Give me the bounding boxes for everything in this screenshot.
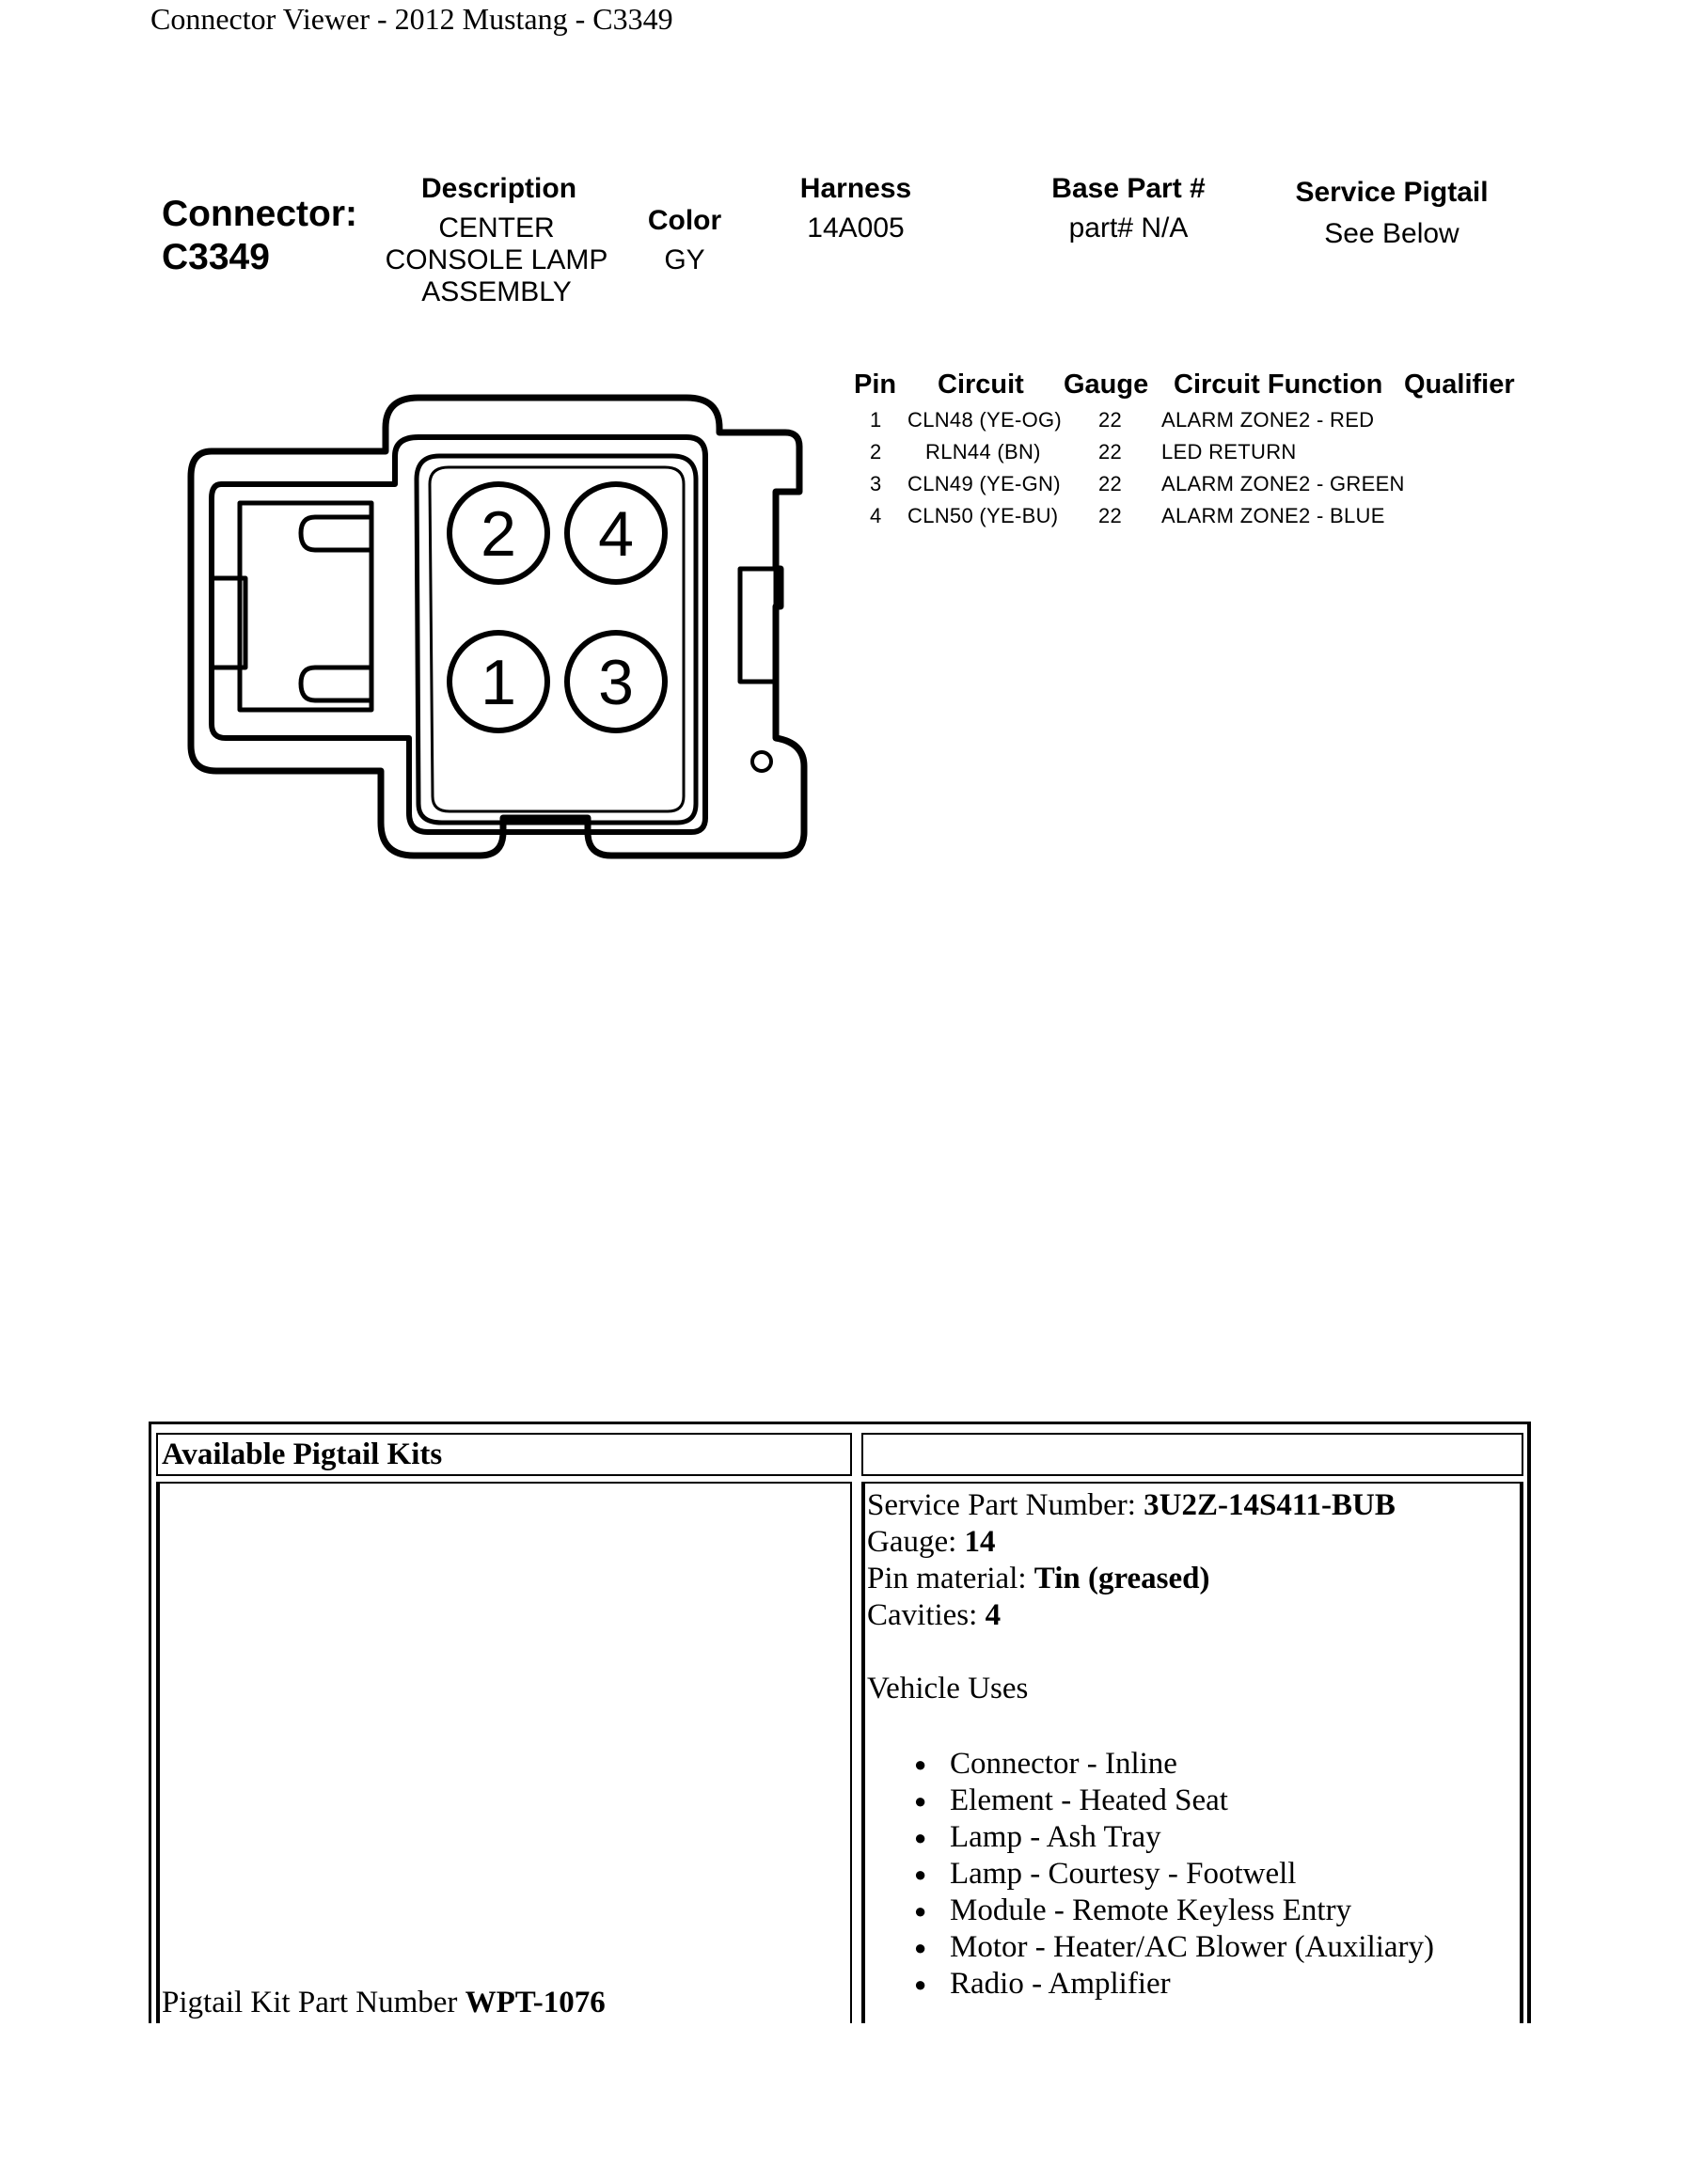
cavity-block-inner: [428, 465, 686, 813]
vehicle-uses-label: Vehicle Uses: [867, 1672, 1029, 1705]
cavity-label: 2: [481, 498, 516, 570]
pin-number: 3: [870, 472, 882, 495]
connector-label-text: Connector:: [162, 194, 357, 234]
description-line: CENTER: [438, 212, 555, 244]
pin-function: LED RETURN: [1161, 440, 1297, 464]
gauge-label: Gauge:: [867, 1525, 957, 1559]
kit-part-number: Pigtail Kit Part Number WPT-1076: [162, 1985, 606, 2021]
pin-number: 4: [870, 504, 882, 527]
base-part-header: Base Part #: [1051, 173, 1206, 204]
pin-material-label: Pin material:: [867, 1562, 1027, 1595]
pin-col-header: Pin: [854, 369, 897, 400]
cavities-label: Cavities:: [867, 1598, 978, 1632]
table-frame: [149, 1422, 1531, 2023]
vehicle-uses-list: Connector - Inline Element - Heated Seat…: [867, 1746, 1520, 2003]
list-item: Element - Heated Seat: [914, 1783, 1520, 1819]
description-header: Description: [421, 173, 577, 204]
cavities-line: Cavities: 4: [867, 1597, 1520, 1634]
gauge-value: 14: [964, 1525, 996, 1559]
cavities-value: 4: [985, 1598, 1002, 1632]
circuit-col-header: Circuit: [938, 369, 1024, 400]
cavity-label: 4: [598, 498, 634, 570]
service-pigtail-header: Service Pigtail: [1295, 177, 1489, 208]
list-item: Lamp - Courtesy - Footwell: [914, 1856, 1520, 1893]
page-title: Connector Viewer - 2012 Mustang - C3349: [150, 2, 673, 36]
list-item: Connector - Inline: [914, 1746, 1520, 1783]
base-part-value: part# N/A: [1068, 212, 1189, 244]
gauge-line: Gauge: 14: [867, 1524, 1520, 1561]
connector-shell-outer: [187, 394, 808, 859]
pin-number: 1: [870, 408, 882, 432]
description-value: CENTER CONSOLE LAMP ASSEMBLY: [374, 212, 619, 308]
kit-number: WPT-1076: [465, 1986, 606, 2019]
kit-label: Pigtail Kit Part Number: [162, 1986, 458, 2019]
function-col-header: Circuit Function: [1174, 369, 1383, 400]
connector-label: Connector: C3349: [162, 193, 357, 279]
latch-frame: [237, 500, 374, 713]
pin-gauge: 22: [1098, 504, 1123, 527]
header-right-cell: [861, 1433, 1523, 1476]
pin-gauge: 22: [1098, 408, 1123, 432]
pin-number: 2: [870, 440, 882, 464]
qualifier-col-header: Qualifier: [1404, 369, 1515, 400]
kit-cell: Pigtail Kit Part Number WPT-1076: [156, 1482, 852, 2023]
pigtail-kits-table: Available Pigtail Kits Pigtail Kit Part …: [149, 1422, 1531, 2023]
pin-function: ALARM ZONE2 - GREEN: [1161, 472, 1405, 495]
latch-button: [209, 575, 248, 670]
list-item: Module - Remote Keyless Entry: [914, 1893, 1520, 1929]
connector-face-diagram: 2 4 1 3: [187, 394, 808, 859]
color-value: GY: [664, 244, 705, 275]
service-pigtail-value: See Below: [1324, 218, 1459, 249]
list-item: Lamp - Ash Tray: [914, 1819, 1520, 1856]
pin-circuit: CLN50 (YE-BU): [907, 504, 1059, 527]
pin-material-value: Tin (greased): [1033, 1562, 1210, 1595]
pin-gauge: 22: [1098, 440, 1123, 464]
cavity-3: [564, 630, 668, 733]
pin-one-marker: [750, 750, 773, 773]
harness-value: 14A005: [807, 212, 905, 244]
latch-tab-top: [298, 514, 374, 553]
cavity-label: 1: [481, 647, 516, 718]
connector-shell-inner: [209, 434, 708, 835]
pin-circuit: RLN44 (BN): [925, 440, 1041, 464]
pin-circuit: CLN48 (YE-OG): [907, 408, 1063, 432]
service-part-line: Service Part Number: 3U2Z-14S411-BUB: [867, 1487, 1520, 1524]
cavity-4: [564, 481, 668, 585]
service-part-value: 3U2Z-14S411-BUB: [1144, 1488, 1396, 1522]
pigtail-heading: Available Pigtail Kits: [156, 1433, 852, 1476]
cavity-block: [414, 453, 699, 825]
list-item: Radio - Amplifier: [914, 1966, 1520, 2003]
list-item: Motor - Heater/AC Blower (Auxiliary): [914, 1929, 1520, 1966]
pin-gauge: 22: [1098, 472, 1123, 495]
pin-circuit: CLN49 (YE-GN): [907, 472, 1061, 495]
color-header: Color: [647, 205, 722, 236]
connector-id: C3349: [162, 237, 270, 277]
polarizing-key: [737, 566, 779, 684]
pin-function: ALARM ZONE2 - BLUE: [1161, 504, 1385, 527]
service-details-cell: Service Part Number: 3U2Z-14S411-BUB Gau…: [861, 1482, 1523, 2023]
description-line: CONSOLE LAMP: [385, 244, 608, 275]
cavity-label: 3: [598, 647, 634, 718]
harness-header: Harness: [799, 173, 912, 204]
pin-material-line: Pin material: Tin (greased): [867, 1561, 1520, 1597]
gauge-col-header: Gauge: [1064, 369, 1149, 400]
service-part-label: Service Part Number:: [867, 1488, 1136, 1522]
pin-function: ALARM ZONE2 - RED: [1161, 408, 1375, 432]
cavity-1: [447, 630, 550, 733]
cavity-2: [447, 481, 550, 585]
latch-tab-bottom: [298, 665, 374, 703]
description-line: ASSEMBLY: [421, 276, 572, 307]
